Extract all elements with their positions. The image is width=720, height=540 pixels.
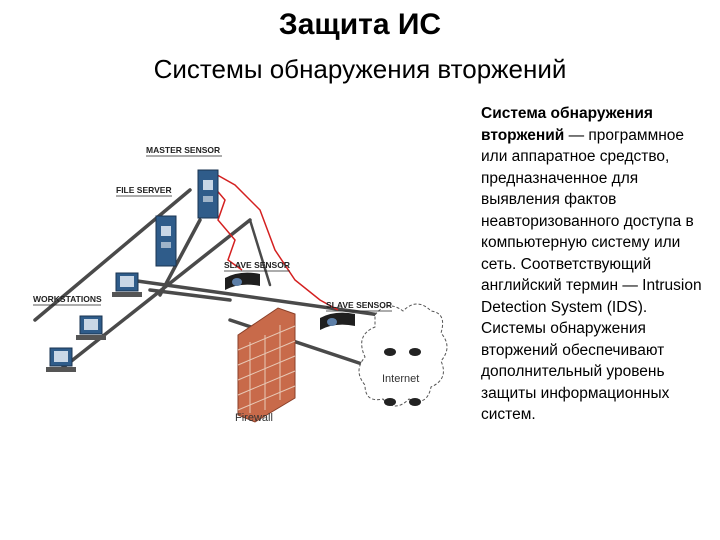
description-text: Система обнаружения вторжений — программ…	[481, 103, 711, 426]
workstation-3	[46, 347, 76, 372]
alert-link-master-slave1	[207, 179, 243, 271]
label-slave-sensor-1: SLAVE SENSOR	[224, 260, 290, 270]
label-workstations: WORKSTATIONS	[33, 294, 102, 304]
network-diagram: MASTER SENSOR FILE SERVER SLAVE SENSOR W…	[33, 145, 448, 424]
master-sensor-server	[197, 169, 219, 219]
slide-title: Защита ИС	[278, 8, 442, 41]
description-term: Система обнаружения вторжений	[481, 105, 653, 144]
label-slave-sensor-2: SLAVE SENSOR	[326, 300, 392, 310]
internet-cloud	[358, 303, 448, 407]
slide-subtitle: Системы обнаружения вторжений	[153, 54, 567, 84]
workstation-1	[112, 272, 142, 297]
label-master-sensor: MASTER SENSOR	[146, 145, 220, 155]
workstation-2	[76, 315, 106, 340]
description-body: — программное или аппаратное средство, п…	[481, 126, 702, 424]
firewall-wall	[237, 307, 296, 423]
alert-link-master-slave2	[211, 171, 339, 311]
slave-sensor-1-device	[225, 272, 260, 290]
slave-sensor-2-device	[320, 312, 355, 330]
label-internet: Internet	[382, 373, 419, 385]
label-firewall: Firewall	[235, 412, 273, 424]
file-server	[155, 215, 177, 267]
label-file-server: FILE SERVER	[116, 185, 172, 195]
